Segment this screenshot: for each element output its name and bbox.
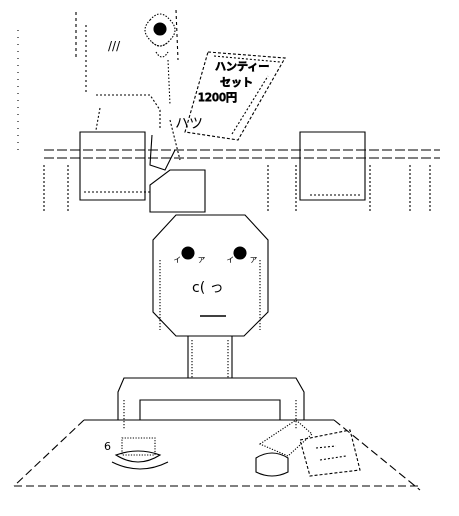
right-eye-icon [233,246,247,260]
seated-figure-body [117,336,305,430]
nose-mark: c( っ [192,280,224,296]
counter-row [43,131,440,213]
cake-icon: 6 [104,437,169,470]
teapot-icon [255,419,361,477]
sign-marks: ハツ [175,116,203,132]
right-eye-mark-1: ィ [226,255,235,265]
table [13,419,421,491]
seated-figure-head: ィ ァ ィ ァ c( っ [152,214,269,337]
left-eye-mark-2: ァ [197,255,206,265]
flower-icon [144,13,176,58]
sign-line-3: 1200円 [198,91,237,104]
left-eye-mark-1: ィ [173,255,182,265]
sign-line-2: セット [220,76,253,89]
right-eye-mark-2: ァ [249,255,258,265]
left-eye-icon [181,246,195,260]
cake-label: 6 [104,440,111,453]
sign-line-1: ハンティー [215,60,269,73]
upper-figure: /// [75,9,181,171]
sign-board: ハンティー セット 1200円 ハツ [175,51,286,141]
hand-marks: /// [108,39,121,53]
